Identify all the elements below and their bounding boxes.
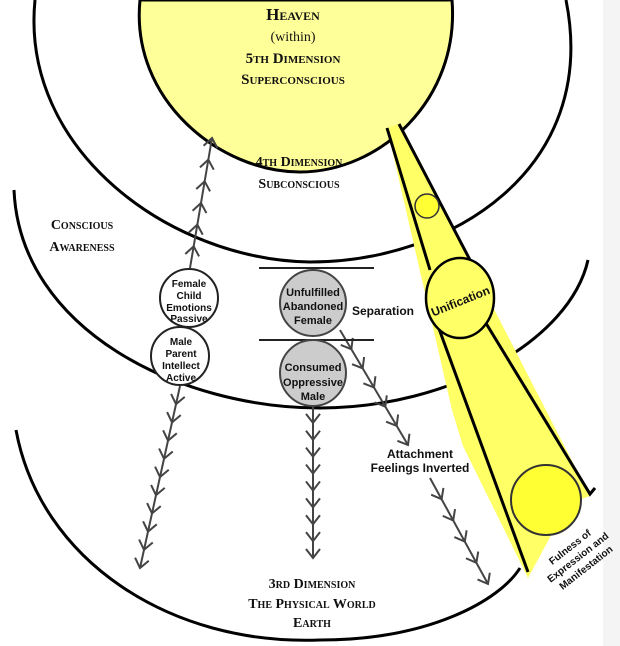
third-dimension-label: 3rd Dimension — [269, 577, 357, 592]
node-text: Female — [172, 279, 207, 290]
node-text: Oppressive — [283, 377, 343, 389]
arrow-chain-male-to-earth — [134, 385, 186, 570]
heaven-label: Heaven (within) 5th Dimension Superconsc… — [241, 5, 345, 88]
chevron-arrowhead — [305, 497, 321, 509]
node-text: Parent — [165, 349, 197, 360]
chevron-arrowhead — [305, 413, 321, 425]
heaven-subtitle: (within) — [270, 30, 315, 45]
feelings-inverted-label: Feelings Inverted — [371, 461, 470, 475]
node-text: Female — [294, 315, 332, 327]
chevron-arrowhead — [199, 158, 215, 171]
chevron-arrowhead — [305, 430, 321, 442]
unification-bulge — [424, 256, 496, 340]
chevron-arrowhead — [142, 520, 158, 534]
beam-shape — [387, 124, 590, 578]
chevron-arrowhead — [385, 414, 400, 428]
outer-ring-4th-dimension — [32, 0, 573, 264]
node-text: Consumed — [285, 362, 342, 374]
chevron-arrowhead — [188, 223, 204, 236]
chevron-arrowhead — [351, 356, 366, 370]
chevron-arrowhead — [305, 531, 321, 543]
chevron-arrowhead — [340, 337, 354, 351]
chevron-arrowhead — [134, 557, 150, 570]
arrow-shaft — [429, 477, 489, 585]
chevron-arrowhead — [184, 244, 200, 257]
chevron-arrowhead — [374, 395, 388, 409]
arrow-chain-up-to-heaven — [184, 136, 219, 269]
node-text: Child — [177, 291, 202, 302]
chevron-arrowhead — [305, 480, 321, 493]
earth-label: Earth — [293, 616, 331, 631]
chevron-arrowhead — [305, 514, 321, 526]
heaven-title: Heaven — [266, 5, 320, 24]
fifth-dimension-label: 5th Dimension — [246, 51, 341, 67]
heaven-circle — [137, 0, 455, 174]
node-text: Passive — [170, 314, 208, 325]
chevron-arrowhead — [170, 393, 186, 406]
chevron-arrowhead — [397, 433, 411, 447]
node-text: Unfulfilled — [286, 287, 340, 299]
fourth-dimension-label-group: 4th Dimension Subconscious — [256, 155, 344, 192]
chevron-arrowhead — [191, 201, 208, 214]
awareness-label: Awareness — [49, 240, 115, 255]
chevron-arrowhead — [162, 429, 178, 443]
subconscious-label: Subconscious — [258, 177, 340, 192]
arrow-chain-consumed-to-earth — [305, 406, 321, 560]
chevron-arrowhead — [363, 376, 377, 389]
node-text: Male — [301, 391, 325, 403]
node-text: Abandoned — [283, 301, 344, 313]
chevron-arrowhead — [442, 508, 457, 522]
chevron-arrowhead — [305, 463, 321, 476]
physical-world-ring — [14, 429, 522, 642]
physical-world-label: The Physical World — [248, 597, 376, 612]
arrow-chain-separation-to-attachment — [339, 329, 411, 447]
chevron-arrowhead — [154, 466, 170, 479]
node-text: Emotions — [166, 303, 212, 314]
chevron-arrowhead — [305, 548, 321, 560]
chevron-arrowhead — [305, 447, 321, 459]
chevron-arrowhead — [150, 484, 166, 497]
node-consumed-male: Consumed Oppressive Male — [279, 339, 347, 407]
conscious-label: Conscious — [51, 218, 114, 233]
rings — [12, 0, 590, 642]
right-margin-strip — [603, 0, 620, 646]
conscious-awareness-ring — [12, 189, 590, 410]
chevron-arrowhead — [138, 539, 154, 552]
conscious-awareness-label: Conscious Awareness — [49, 218, 115, 255]
unification-beam — [385, 123, 597, 578]
beam-left-edge — [385, 127, 530, 573]
node-text: Male — [170, 337, 193, 348]
chevron-arrowhead — [430, 487, 445, 501]
arrow-chains — [134, 136, 491, 586]
chevron-arrowhead — [453, 530, 468, 544]
node-text: Intellect — [162, 361, 200, 372]
chevron-arrowhead — [146, 502, 162, 515]
superconscious-label: Superconscious — [241, 72, 345, 88]
arrow-chain-attachment-to-earth — [429, 477, 491, 586]
node-female-child: Female Child Emotions Passive — [159, 268, 219, 328]
chevron-arrowhead — [158, 448, 174, 461]
node-unfulfilled-female: Unfulfilled Abandoned Female — [279, 269, 347, 337]
beam-right-edge — [397, 123, 597, 497]
large-orb — [510, 464, 582, 536]
attachment-label: Attachment — [387, 447, 453, 461]
chevron-arrowhead — [202, 136, 219, 149]
chevron-arrowhead — [166, 411, 182, 424]
small-orb — [414, 193, 440, 219]
separation-label: Separation — [352, 304, 414, 318]
chevron-arrowhead — [195, 179, 211, 192]
node-male-parent: Male Parent Intellect Active — [150, 326, 210, 386]
fourth-dimension-label: 4th Dimension — [256, 155, 344, 170]
third-dimension-label-group: 3rd Dimension The Physical World Earth — [248, 577, 376, 631]
chevron-arrowhead — [477, 572, 491, 586]
node-text: Active — [166, 373, 196, 384]
chevron-arrowhead — [465, 551, 480, 565]
